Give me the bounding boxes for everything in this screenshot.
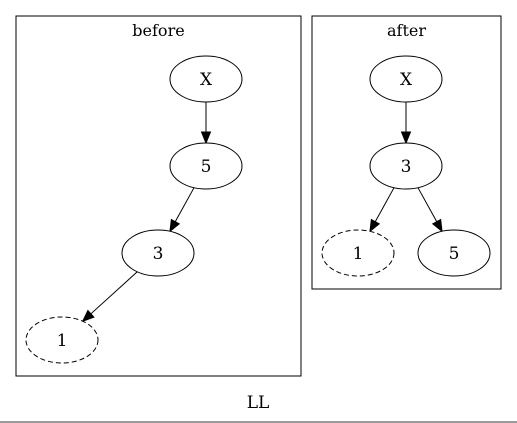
node-before-1: 1: [25, 316, 99, 364]
edge-b5-b3: [169, 187, 195, 233]
node-after-X: X: [369, 55, 443, 103]
edge-line: [174, 187, 195, 222]
node-ellipse: [169, 142, 243, 190]
node-after-5: 5: [417, 229, 491, 277]
arrowhead: [81, 309, 95, 323]
arrowhead: [369, 218, 381, 233]
cluster-before-label: before: [132, 21, 184, 40]
graph-label: LL: [247, 393, 270, 413]
node-ellipse: [417, 229, 491, 277]
nodes-layer: X 5 3 1 X 3 1 5: [25, 55, 491, 364]
node-before-3: 3: [121, 229, 195, 277]
cluster-after-box: [311, 15, 502, 290]
node-after-1: 1: [321, 229, 395, 277]
cluster-after-label: after: [387, 21, 426, 40]
edge-a3-a5: [417, 187, 443, 233]
node-ellipse: [321, 229, 395, 277]
node-label: 3: [153, 244, 164, 264]
arrowhead: [400, 131, 412, 145]
node-before-5: 5: [169, 142, 243, 190]
cluster-before-box: [15, 15, 302, 377]
arrowhead: [200, 131, 212, 145]
arrowhead: [169, 218, 181, 233]
edge-ax-a3: [400, 102, 412, 145]
node-after-3: 3: [369, 142, 443, 190]
node-label: X: [200, 70, 213, 90]
node-ellipse: [121, 229, 195, 277]
edge-line: [90, 271, 138, 315]
node-ellipse: [25, 316, 99, 364]
edges-layer: [81, 102, 443, 323]
node-before-X: X: [169, 55, 243, 103]
edge-bx-b5: [200, 102, 212, 145]
node-ellipse: [169, 55, 243, 103]
node-label: 1: [353, 244, 364, 264]
node-label: 5: [201, 157, 212, 177]
edge-line: [374, 187, 395, 222]
clusters-layer: before after: [15, 15, 502, 377]
arrowhead: [431, 218, 443, 233]
bottom-border: [0, 421, 517, 423]
node-label: X: [400, 70, 413, 90]
node-ellipse: [369, 55, 443, 103]
node-label: 5: [449, 244, 460, 264]
node-label: 3: [401, 157, 412, 177]
node-ellipse: [369, 142, 443, 190]
edge-line: [417, 187, 438, 222]
edge-b3-b1: [81, 271, 138, 323]
edge-a3-a1: [369, 187, 395, 233]
node-label: 1: [57, 331, 68, 351]
